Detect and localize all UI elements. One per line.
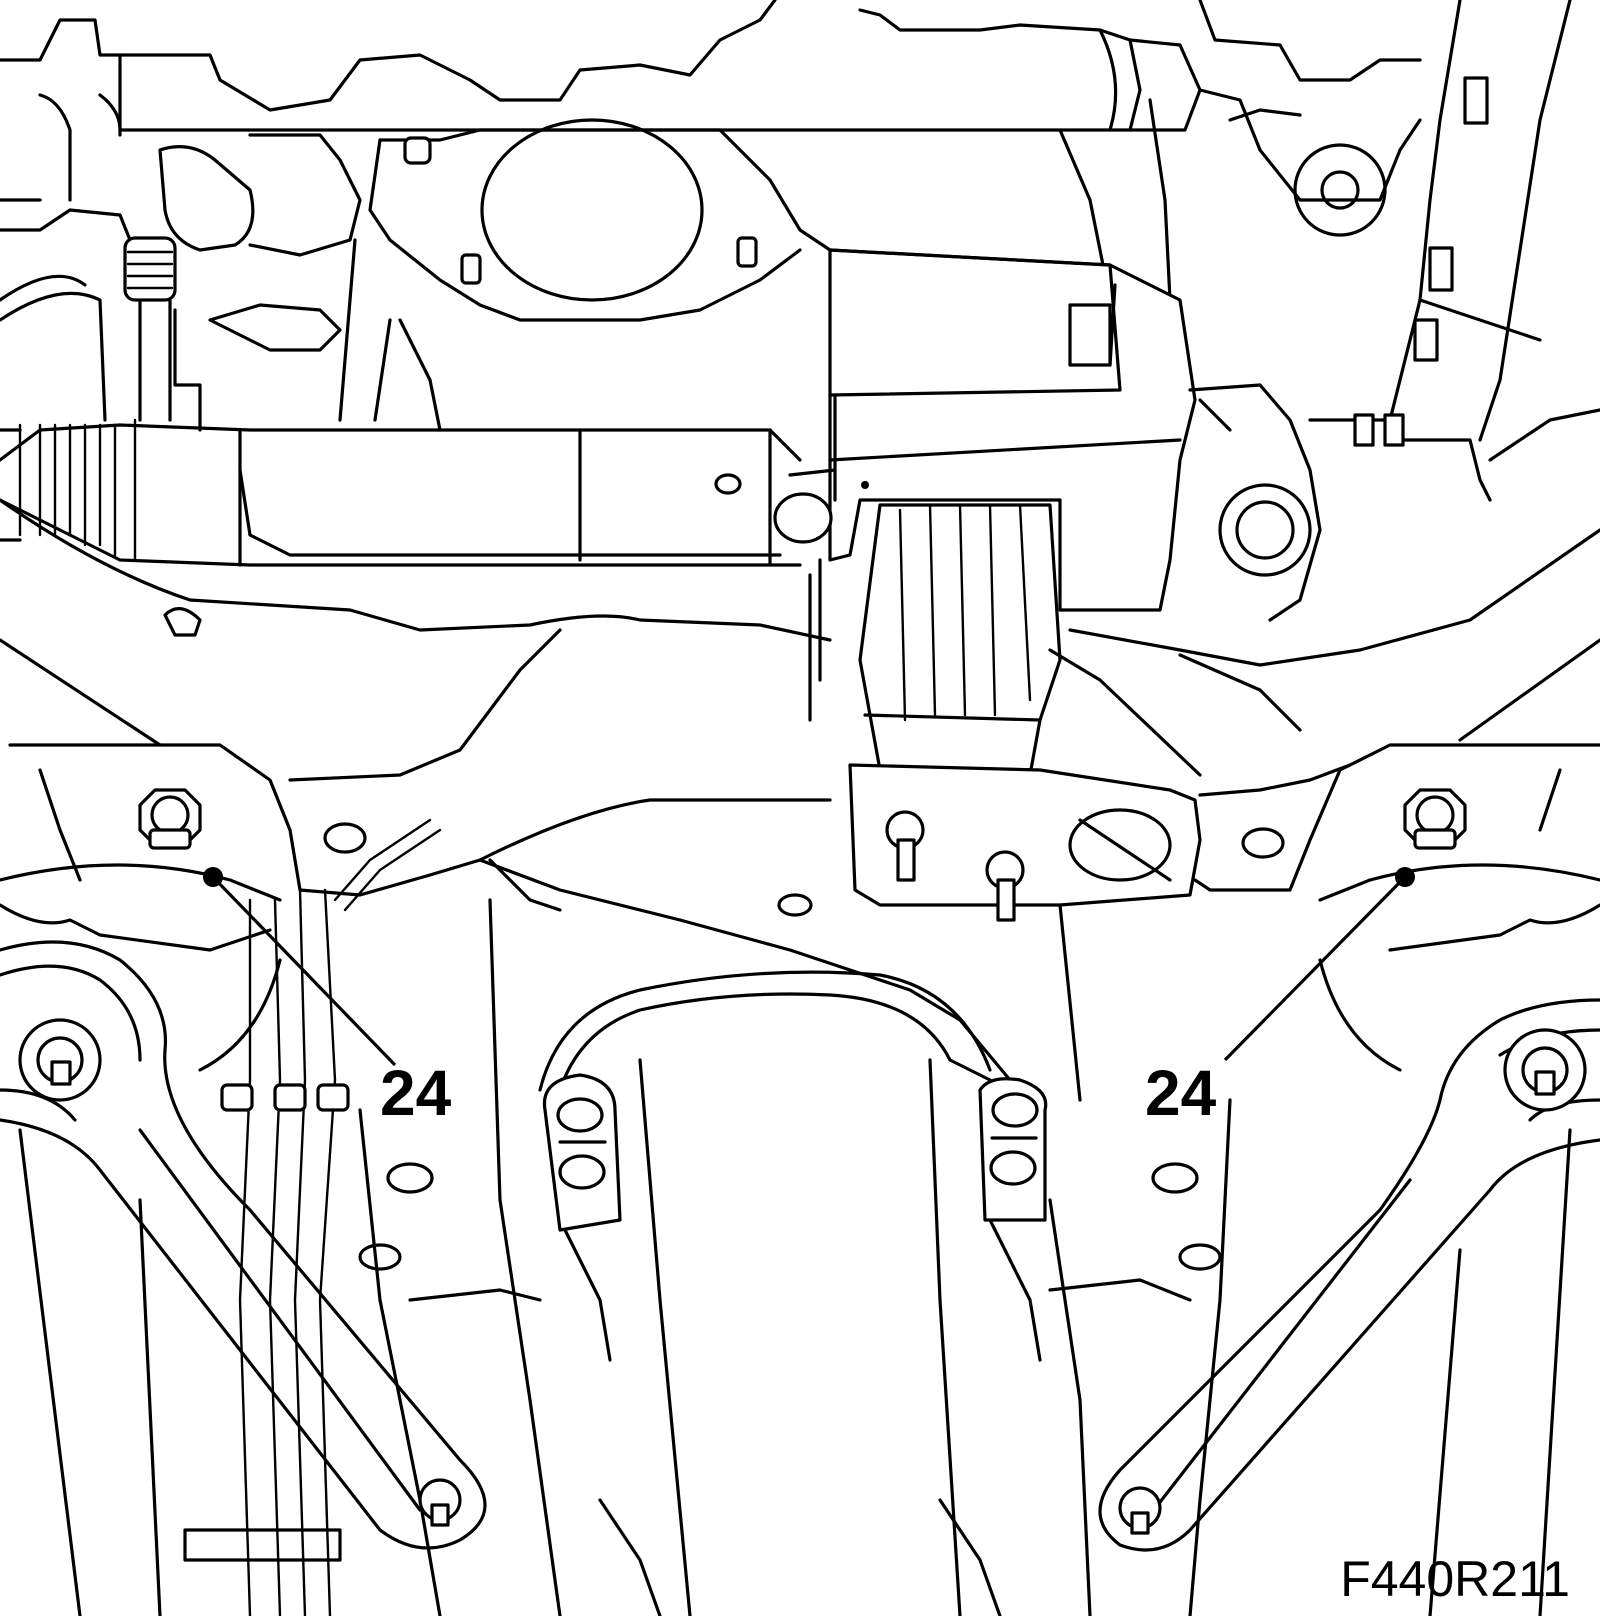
gearbox-housing [773,248,1197,722]
engine-upper-outline [0,0,1572,442]
control-arm-left [0,940,487,1616]
steering-rack [0,418,802,567]
callout-label-left: 24 [380,1057,452,1129]
brake-lines [183,818,442,1616]
figure-code: F440R211 [1340,1551,1570,1607]
subframe-bolt-right [1403,788,1467,850]
exhaust-hanger-left [542,1073,622,1232]
callout-label-right: 24 [1145,1057,1217,1129]
centre-tunnel [358,898,1232,1616]
driveshaft-right [1188,383,1600,622]
engine-left-outline [0,93,362,432]
heat-shield [338,98,1172,432]
subframe-crossmember [0,498,1600,1082]
control-arm-right [1098,998,1600,1616]
callout-leader-right [1223,867,1415,1062]
engine-mount [848,503,1202,1102]
exhaust-hanger-right [978,1077,1048,1222]
subframe-bolt-left [138,788,202,850]
callout-leader-left [203,867,397,1067]
